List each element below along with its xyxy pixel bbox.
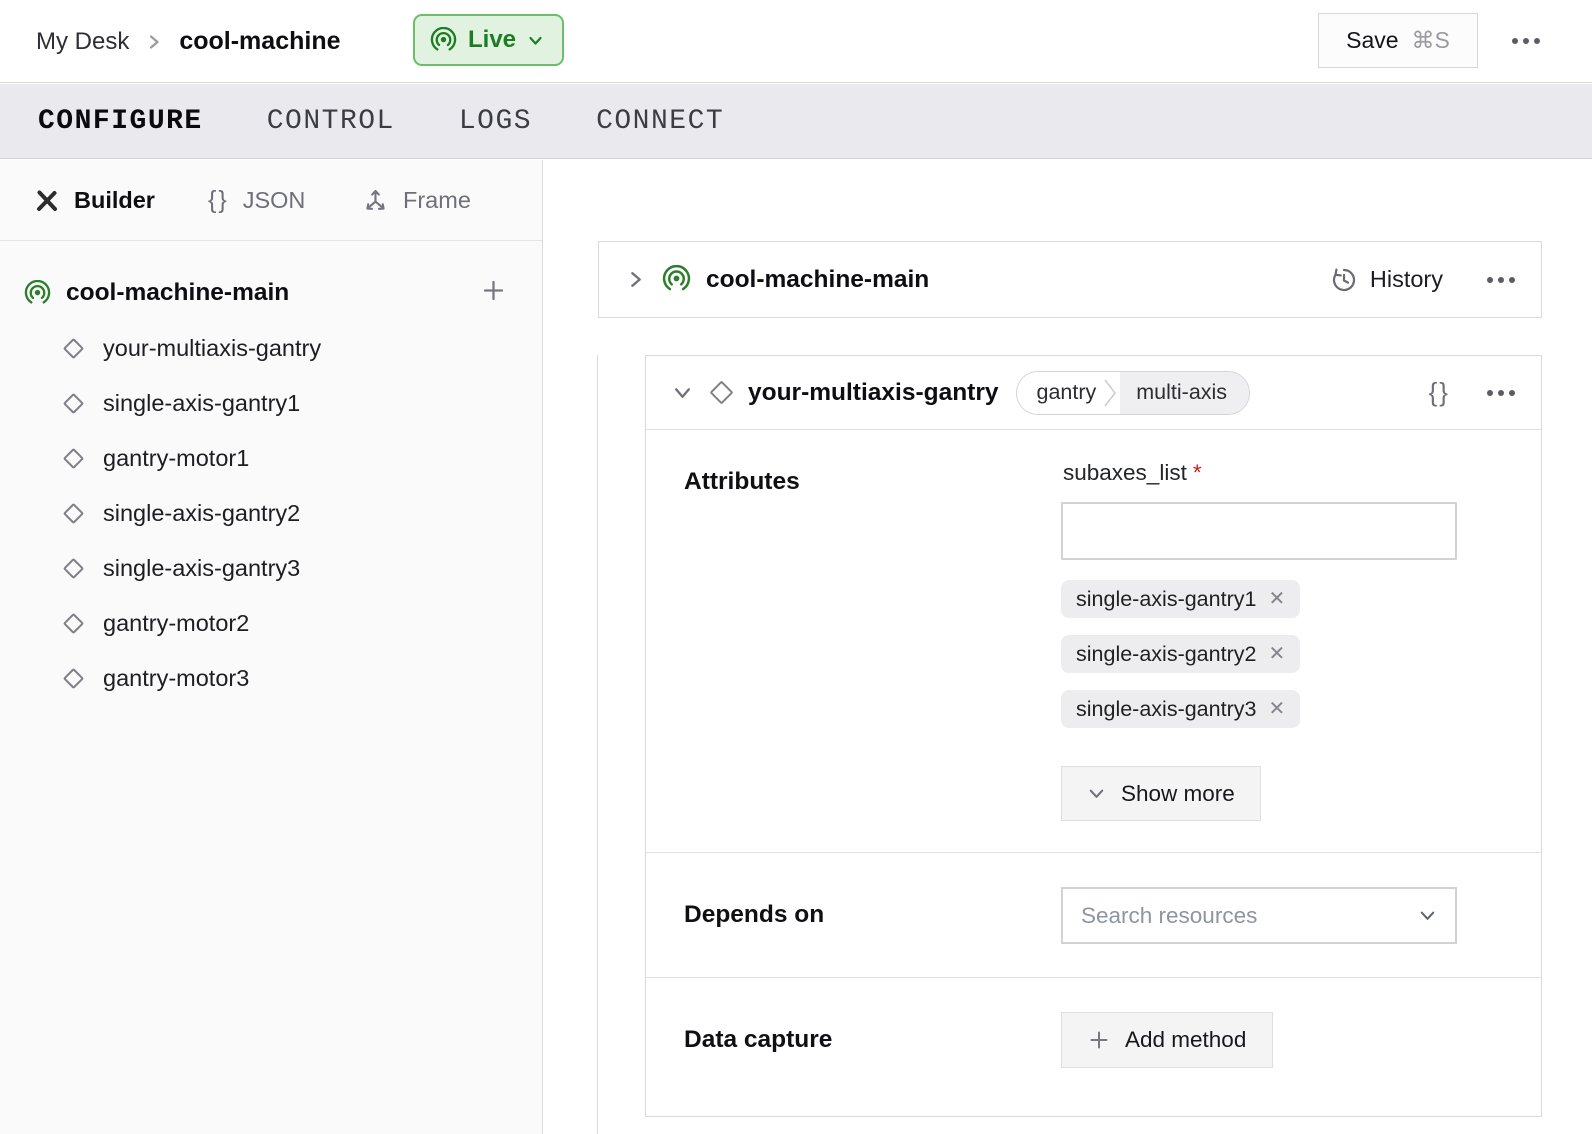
depends-on-dropdown[interactable]: Search resources	[1061, 887, 1457, 944]
breadcrumb-current: cool-machine	[179, 27, 341, 55]
live-status-dropdown[interactable]: Live	[413, 14, 565, 66]
component-diamond-icon	[62, 337, 85, 359]
subaxes-list-label: subaxes_list*	[1063, 460, 1202, 485]
depends-on-section: Depends on Search resources	[646, 853, 1541, 978]
show-more-label: Show more	[1121, 780, 1235, 806]
component-card: your-multiaxis-gantry gantry multi-axis …	[645, 355, 1542, 1117]
add-method-label: Add method	[1125, 1027, 1247, 1052]
frame-axes-icon	[362, 187, 389, 214]
chip-single-axis-gantry1: single-axis-gantry1 ✕	[1061, 580, 1301, 618]
component-diamond-icon	[709, 380, 734, 405]
view-mode-json-label: JSON	[242, 187, 306, 213]
tree-root-label: cool-machine-main	[66, 279, 290, 306]
attributes-heading: Attributes	[684, 468, 800, 495]
tree-root-machine[interactable]: cool-machine-main	[24, 272, 289, 314]
machine-part-title: cool-machine-main	[706, 265, 930, 293]
data-capture-heading: Data capture	[684, 1026, 833, 1053]
config-sidebar: Builder {} JSON Frame cool-mac	[0, 160, 543, 1134]
edit-json-braces-icon[interactable]: {}	[1428, 377, 1450, 407]
badge-type-label: multi-axis	[1120, 371, 1250, 414]
breadcrumb-chevron-icon	[145, 33, 163, 51]
nesting-connector-line	[597, 355, 598, 1134]
component-diamond-icon	[62, 392, 85, 414]
live-status-label: Live	[468, 26, 517, 53]
chip-single-axis-gantry2: single-axis-gantry2 ✕	[1061, 635, 1301, 673]
breadcrumb: My Desk cool-machine	[36, 0, 341, 83]
expand-chevron-right-icon[interactable]	[625, 269, 646, 290]
dropdown-chevron-down-icon	[1420, 911, 1435, 920]
breadcrumb-parent-link[interactable]: My Desk	[36, 27, 130, 55]
save-button-label: Save	[1346, 27, 1399, 53]
sidebar-item-gantry-motor3[interactable]: gantry-motor3	[62, 657, 249, 699]
save-button[interactable]: Save ⌘S	[1318, 13, 1478, 68]
sidebar-item-your-multiaxis-gantry[interactable]: your-multiaxis-gantry	[62, 327, 321, 369]
add-method-button[interactable]: Add method	[1061, 1012, 1274, 1068]
depends-on-placeholder: Search resources	[1081, 902, 1258, 928]
history-clock-icon	[1329, 265, 1359, 295]
top-bar: My Desk cool-machine Live Save ⌘S	[0, 0, 1592, 83]
machine-part-menu-button[interactable]	[1487, 276, 1515, 283]
badge-chevron-separator	[1102, 371, 1121, 414]
sidebar-item-single-axis-gantry2[interactable]: single-axis-gantry2	[62, 492, 300, 534]
remove-chip-icon[interactable]: ✕	[1268, 643, 1286, 665]
sidebar-item-gantry-motor2[interactable]: gantry-motor2	[62, 602, 249, 644]
primary-tab-bar: CONFIGURE CONTROL LOGS CONNECT	[0, 84, 1592, 159]
add-component-button[interactable]	[481, 278, 506, 303]
history-button[interactable]: History	[1329, 265, 1443, 295]
main-panel: cool-machine-main History your-multiaxis…	[544, 160, 1592, 1134]
save-shortcut-hint: ⌘S	[1411, 27, 1450, 53]
view-mode-frame-label: Frame	[403, 187, 471, 213]
live-broadcast-icon	[430, 26, 457, 54]
builder-tools-icon	[34, 188, 60, 214]
history-label: History	[1369, 266, 1443, 292]
tab-logs[interactable]: LOGS	[458, 105, 533, 137]
component-title: your-multiaxis-gantry	[748, 378, 999, 406]
tab-control[interactable]: CONTROL	[266, 105, 395, 137]
subaxes-list-input[interactable]	[1061, 502, 1457, 560]
component-diamond-icon	[62, 557, 85, 579]
json-braces-icon: {}	[208, 186, 229, 214]
component-diamond-icon	[62, 447, 85, 469]
view-mode-frame[interactable]: Frame	[362, 160, 471, 241]
tab-configure[interactable]: CONFIGURE	[38, 105, 203, 137]
sidebar-item-gantry-motor1[interactable]: gantry-motor1	[62, 437, 249, 479]
component-diamond-icon	[62, 502, 85, 524]
data-capture-section: Data capture Add method	[646, 978, 1541, 1117]
more-options-button[interactable]	[1512, 38, 1540, 44]
required-asterisk: *	[1192, 460, 1202, 485]
sidebar-item-single-axis-gantry3[interactable]: single-axis-gantry3	[62, 547, 300, 589]
component-diamond-icon	[62, 667, 85, 689]
remove-chip-icon[interactable]: ✕	[1268, 588, 1286, 610]
tab-connect[interactable]: CONNECT	[596, 105, 725, 137]
attributes-section: Attributes subaxes_list* single-axis-gan…	[646, 430, 1541, 853]
machine-part-card: cool-machine-main History	[598, 241, 1542, 318]
machine-broadcast-icon	[662, 265, 691, 294]
collapse-chevron-down-icon[interactable]	[672, 382, 693, 403]
component-menu-button[interactable]	[1487, 389, 1515, 396]
show-more-button[interactable]: Show more	[1061, 766, 1261, 821]
component-type-badge: gantry multi-axis	[1015, 370, 1251, 415]
badge-model-label: gantry	[1016, 371, 1103, 414]
view-mode-json[interactable]: {} JSON	[208, 160, 305, 241]
sidebar-item-single-axis-gantry1[interactable]: single-axis-gantry1	[62, 382, 300, 424]
live-chevron-down-icon	[527, 32, 544, 49]
remove-chip-icon[interactable]: ✕	[1268, 698, 1286, 720]
plus-icon	[1090, 1031, 1108, 1049]
view-mode-builder-label: Builder	[74, 187, 155, 213]
machine-broadcast-icon	[24, 279, 51, 307]
chip-single-axis-gantry3: single-axis-gantry3 ✕	[1061, 690, 1301, 728]
depends-on-heading: Depends on	[684, 901, 825, 928]
component-card-header: your-multiaxis-gantry gantry multi-axis …	[646, 356, 1541, 430]
view-mode-builder[interactable]: Builder	[34, 160, 155, 241]
view-mode-bar: Builder {} JSON Frame	[0, 160, 542, 241]
component-diamond-icon	[62, 612, 85, 634]
